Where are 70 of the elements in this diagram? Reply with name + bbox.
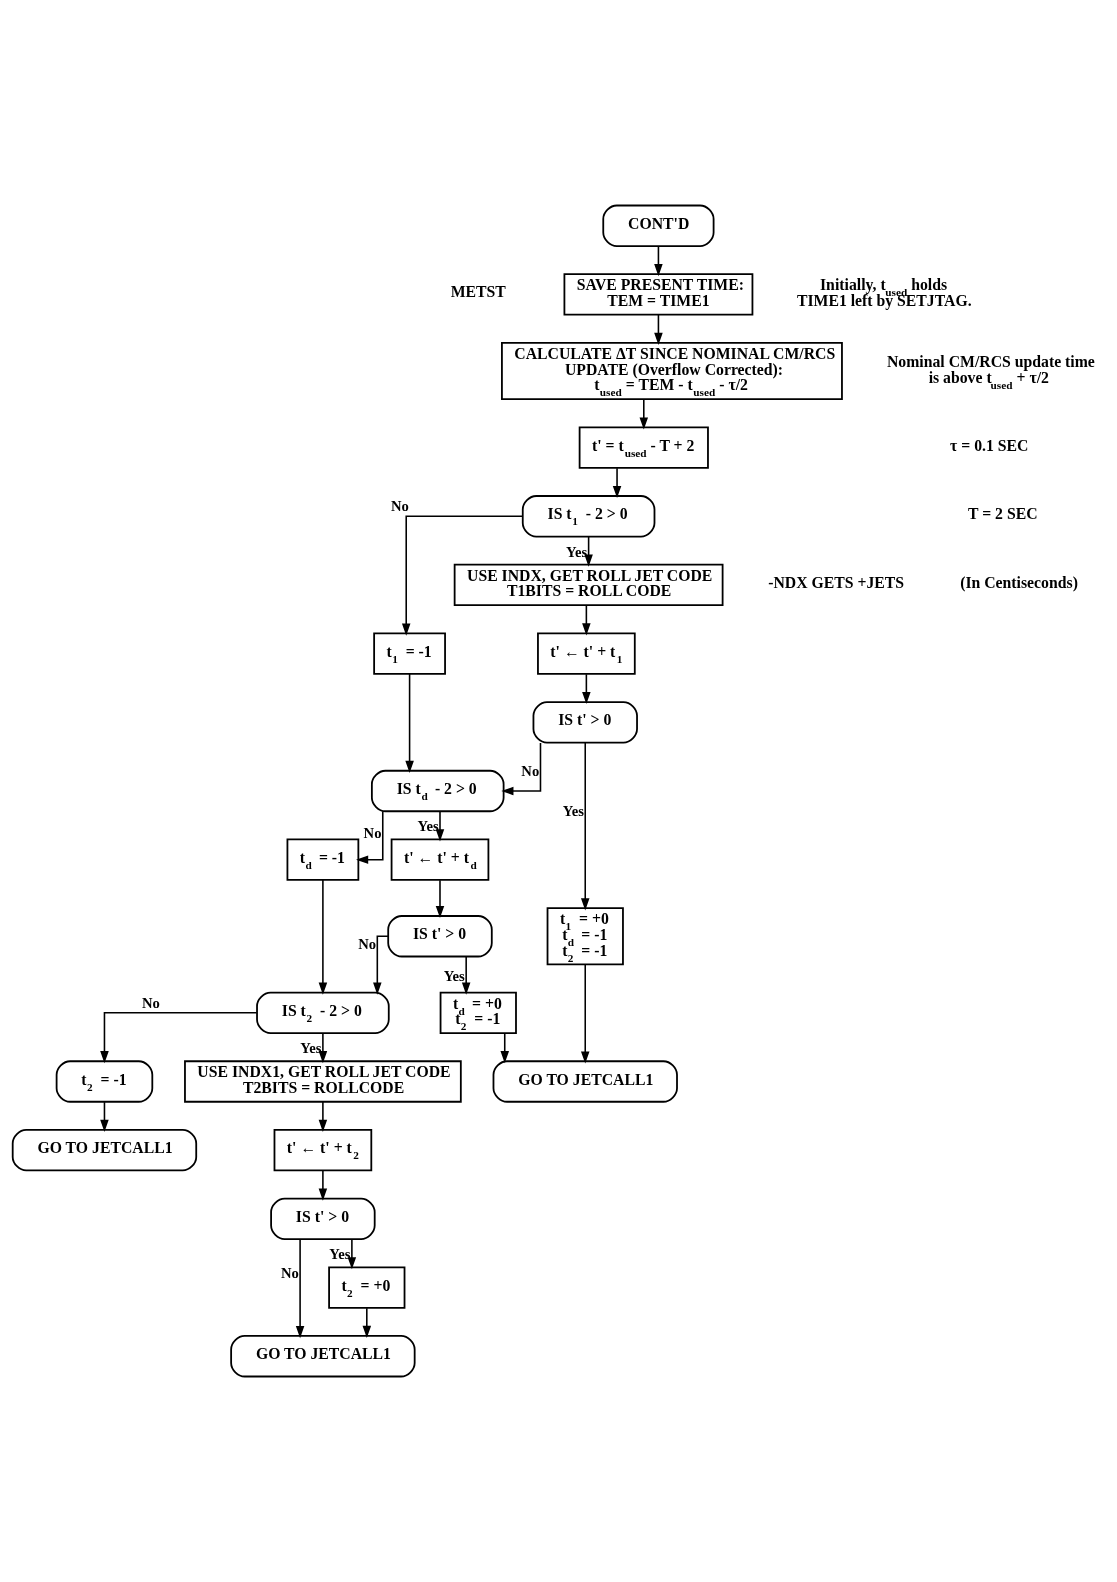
edge-label: Yes (566, 543, 588, 560)
edge-label: Yes (562, 802, 584, 819)
node-box: t' = t$_{used}$ - T + 2 (578, 426, 709, 469)
node-box: IS t$_{1}$ - 2 > 0 (521, 495, 656, 538)
node-label: Nominal CM/RCS update time is above t$_{used}$ + τ/2 (887, 352, 1095, 391)
arrow (584, 536, 593, 567)
arrow (612, 467, 622, 499)
arrow (318, 1101, 328, 1132)
node-box: t$_{d}$ = -1 (286, 838, 360, 881)
arrow (654, 314, 663, 346)
label: τ = 0.1 SEC (950, 436, 1029, 454)
arrow (362, 1307, 372, 1339)
arrow (100, 1012, 258, 1064)
node-box: t$_{d}$ = +0 t$_{2}$ = -1 (439, 991, 517, 1034)
edge-label: No (358, 936, 377, 953)
arrow (401, 515, 524, 636)
label: (In Centiseconds) (960, 573, 1078, 591)
edge-label: Yes (329, 1246, 351, 1263)
node-box: t$_{1}$ = +0 t$_{d}$ = -1 t$_{2}$ = -1 (546, 907, 624, 966)
arrow (318, 879, 328, 995)
arrow (100, 1101, 109, 1132)
node-box: t$_{2}$ = +0 (328, 1266, 406, 1309)
node-box: SAVE PRESENT TIME: TEM = TIME1 (563, 273, 754, 316)
arrow (582, 673, 591, 705)
arrow (373, 935, 389, 995)
node-box: IS t$_{2}$ - 2 > 0 (256, 991, 390, 1034)
edge-label: Yes (300, 1040, 322, 1057)
node-box: t$_{2}$ = -1 (55, 1060, 154, 1103)
node-box: IS t' > 0 (270, 1197, 376, 1241)
edge-label: No (141, 994, 160, 1011)
node-box: t' ← t' + t$_{2}$ (273, 1129, 373, 1172)
arrow (347, 1238, 357, 1270)
arrow (654, 245, 663, 277)
arrow (318, 1170, 328, 1201)
node-box: USE INDX, GET ROLL JET CODE T1BITS = ROLL CODE (453, 563, 724, 607)
node-label: Initially, t$_{used}$ holds TIME1 left by SETJTAG. (796, 276, 972, 309)
node-box: IS t' > 0 (387, 915, 493, 958)
node-box: GO TO JETCALL1 (230, 1335, 416, 1378)
node-box: IS t$_{d}$ - 2 > 0 (370, 769, 505, 813)
arrow (356, 810, 384, 864)
arrow (435, 879, 445, 919)
arrow (501, 742, 542, 796)
arrow (582, 604, 591, 636)
arrow (435, 810, 445, 842)
node-box: CONT'D (602, 204, 715, 247)
node-box: GO TO JETCALL1 (11, 1129, 198, 1172)
label: METST (450, 283, 506, 301)
node-box: GO TO JETCALL1 (492, 1060, 678, 1103)
arrow (461, 955, 471, 995)
node-box: IS t' > 0 (532, 701, 638, 744)
node-label: -NDX GETS +JETS (768, 573, 905, 591)
edge-label: Yes (417, 818, 439, 835)
arrow (580, 742, 590, 911)
edge-label: No (363, 825, 382, 842)
arrow (318, 1032, 328, 1064)
node-box: t$_{1}$ = -1 (373, 632, 446, 675)
edge-label: No (391, 498, 409, 515)
arrow (295, 1238, 305, 1339)
arrow (580, 963, 590, 1064)
edge-label: No (521, 762, 540, 779)
node-box: CALCULATE ΔT SINCE NOMINAL CM/RCS UPDATE (Overflow Corrected): t$_{used}$ = TEM - t$_{used}$ - τ/2 (501, 341, 843, 401)
arrow (639, 398, 649, 430)
node-box: t' ← t' + t$_{d}$ (390, 838, 490, 881)
arrow (500, 1032, 509, 1064)
node-box: USE INDX1, GET ROLL JET CODE T2BITS = ROLLCODE (184, 1060, 462, 1103)
edge-label: No (280, 1264, 299, 1281)
arrow (405, 673, 414, 774)
label: T = 2 SEC (968, 505, 1038, 523)
edge-label: Yes (443, 967, 465, 984)
node-box: t' ← t' + t$_{1}$ (537, 632, 636, 675)
